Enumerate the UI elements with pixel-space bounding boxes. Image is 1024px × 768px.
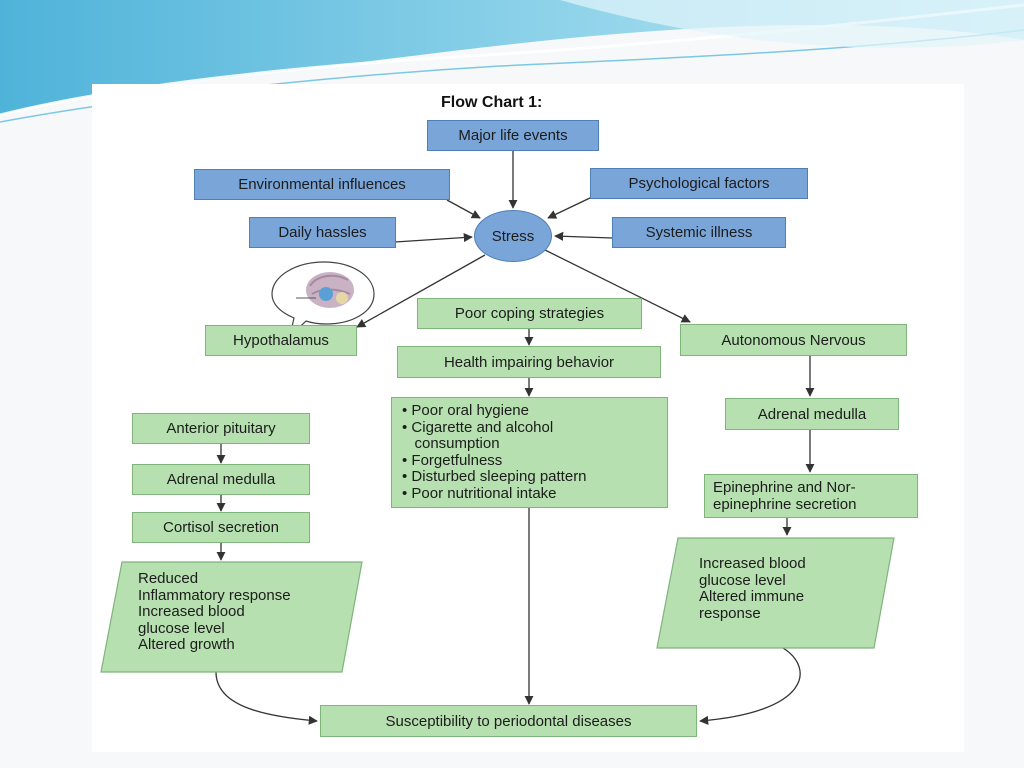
- brain-illustration-icon: [271, 261, 375, 338]
- effect-line: Altered growth: [138, 636, 235, 653]
- effect-line: Reduced: [138, 570, 199, 587]
- hypothalamus-box: Hypothalamus: [205, 325, 357, 356]
- left-effects-shape: [100, 561, 363, 673]
- list-item: • Poor nutritional intake: [402, 484, 557, 502]
- effect-line: response: [699, 604, 761, 622]
- adrenal-medulla-left-box: Adrenal medulla: [132, 464, 310, 495]
- list-item: consumption: [402, 435, 500, 452]
- behavior-list-box: • Poor oral hygiene • Cigarette and alco…: [391, 397, 668, 508]
- right-effects-text: Increased blood glucose level Altered im…: [699, 555, 806, 622]
- susceptibility-box: Susceptibility to periodontal diseases: [320, 705, 697, 737]
- anterior-pituitary-box: Anterior pituitary: [132, 413, 310, 444]
- stress-node: Stress: [474, 210, 552, 262]
- psychological-factors-box: Psychological factors: [590, 168, 808, 199]
- cortisol-secretion-box: Cortisol secretion: [132, 512, 310, 543]
- environmental-influences-box: Environmental influences: [194, 169, 450, 200]
- effect-line: Increased blood: [138, 603, 245, 620]
- effect-line: glucose level: [138, 619, 225, 637]
- list-item: • Poor oral hygiene: [402, 402, 529, 419]
- effect-line: Inflammatory response: [138, 586, 291, 604]
- flowchart-title: Flow Chart 1:: [441, 94, 543, 111]
- list-item: • Disturbed sleeping pattern: [402, 468, 587, 485]
- right-effects-shape: [656, 537, 895, 649]
- epinephrine-line: Epinephrine and Nor-: [713, 479, 856, 496]
- epinephrine-line: epinephrine secretion: [713, 496, 857, 513]
- effect-line: Increased blood: [699, 555, 806, 572]
- epinephrine-secretion-box: Epinephrine and Nor- epinephrine secreti…: [704, 474, 918, 518]
- effect-line: Altered immune: [699, 588, 805, 605]
- autonomous-nervous-box: Autonomous Nervous: [680, 324, 907, 356]
- systemic-illness-box: Systemic illness: [612, 217, 786, 248]
- effect-line: glucose level: [699, 571, 786, 589]
- list-item: • Cigarette and alcohol: [402, 418, 554, 436]
- list-item: • Forgetfulness: [402, 451, 503, 469]
- major-life-events-box: Major life events: [427, 120, 599, 151]
- left-effects-text: Reduced Inflammatory response Increased …: [138, 570, 291, 654]
- adrenal-medulla-right-box: Adrenal medulla: [725, 398, 899, 430]
- health-impairing-behavior-box: Health impairing behavior: [397, 346, 661, 378]
- daily-hassles-box: Daily hassles: [249, 217, 396, 248]
- poor-coping-strategies-box: Poor coping strategies: [417, 298, 642, 329]
